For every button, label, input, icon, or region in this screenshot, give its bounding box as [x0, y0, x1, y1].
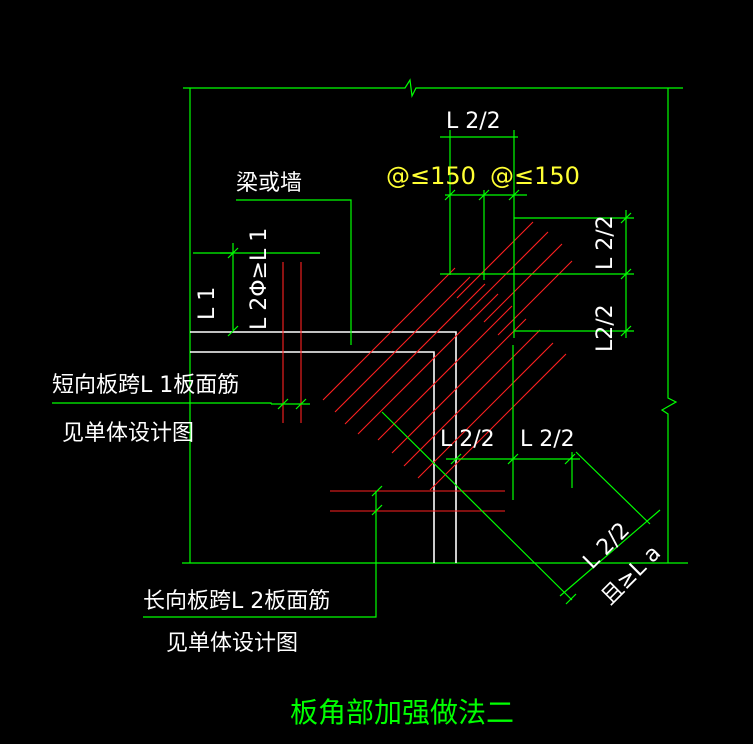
bottom-right-half-label: L 2/2	[520, 427, 575, 452]
beam-or-wall-label: 梁或墙	[236, 171, 302, 196]
beam-wall-outline	[190, 331, 457, 563]
anchor-dimension-label: L 2Φ≥L 1	[247, 228, 272, 330]
vertical-rebars	[282, 262, 302, 423]
right-upper-half-label: L 2/2	[593, 215, 618, 270]
labels: 梁或墙 L 2Φ≥L 1 L 1 短向板跨L 1板面筋 见单体设计图 长向板跨L…	[52, 109, 666, 729]
short-span-rebar-label: 短向板跨L 1板面筋	[52, 373, 239, 398]
drawing-title: 板角部加强做法二	[290, 696, 514, 729]
short-span-reference-label: 见单体设计图	[62, 421, 194, 446]
top-half-span-label: L 2/2	[446, 109, 501, 134]
bottom-left-half-label: L 2/2	[440, 427, 495, 452]
slab-frame	[182, 78, 688, 564]
long-span-reference-label: 见单体设计图	[166, 631, 298, 656]
dimension-lines	[52, 130, 661, 618]
diagonal-corner-rebars	[322, 221, 573, 491]
long-span-rebar-label: 长向板跨L 2板面筋	[143, 589, 330, 614]
horizontal-rebars	[330, 490, 505, 512]
spacing-right-label: @≤150	[490, 162, 580, 190]
right-lower-half-label: L2/2	[593, 304, 618, 352]
spacing-left-label: @≤150	[386, 162, 476, 190]
l1-label: L 1	[195, 287, 220, 320]
